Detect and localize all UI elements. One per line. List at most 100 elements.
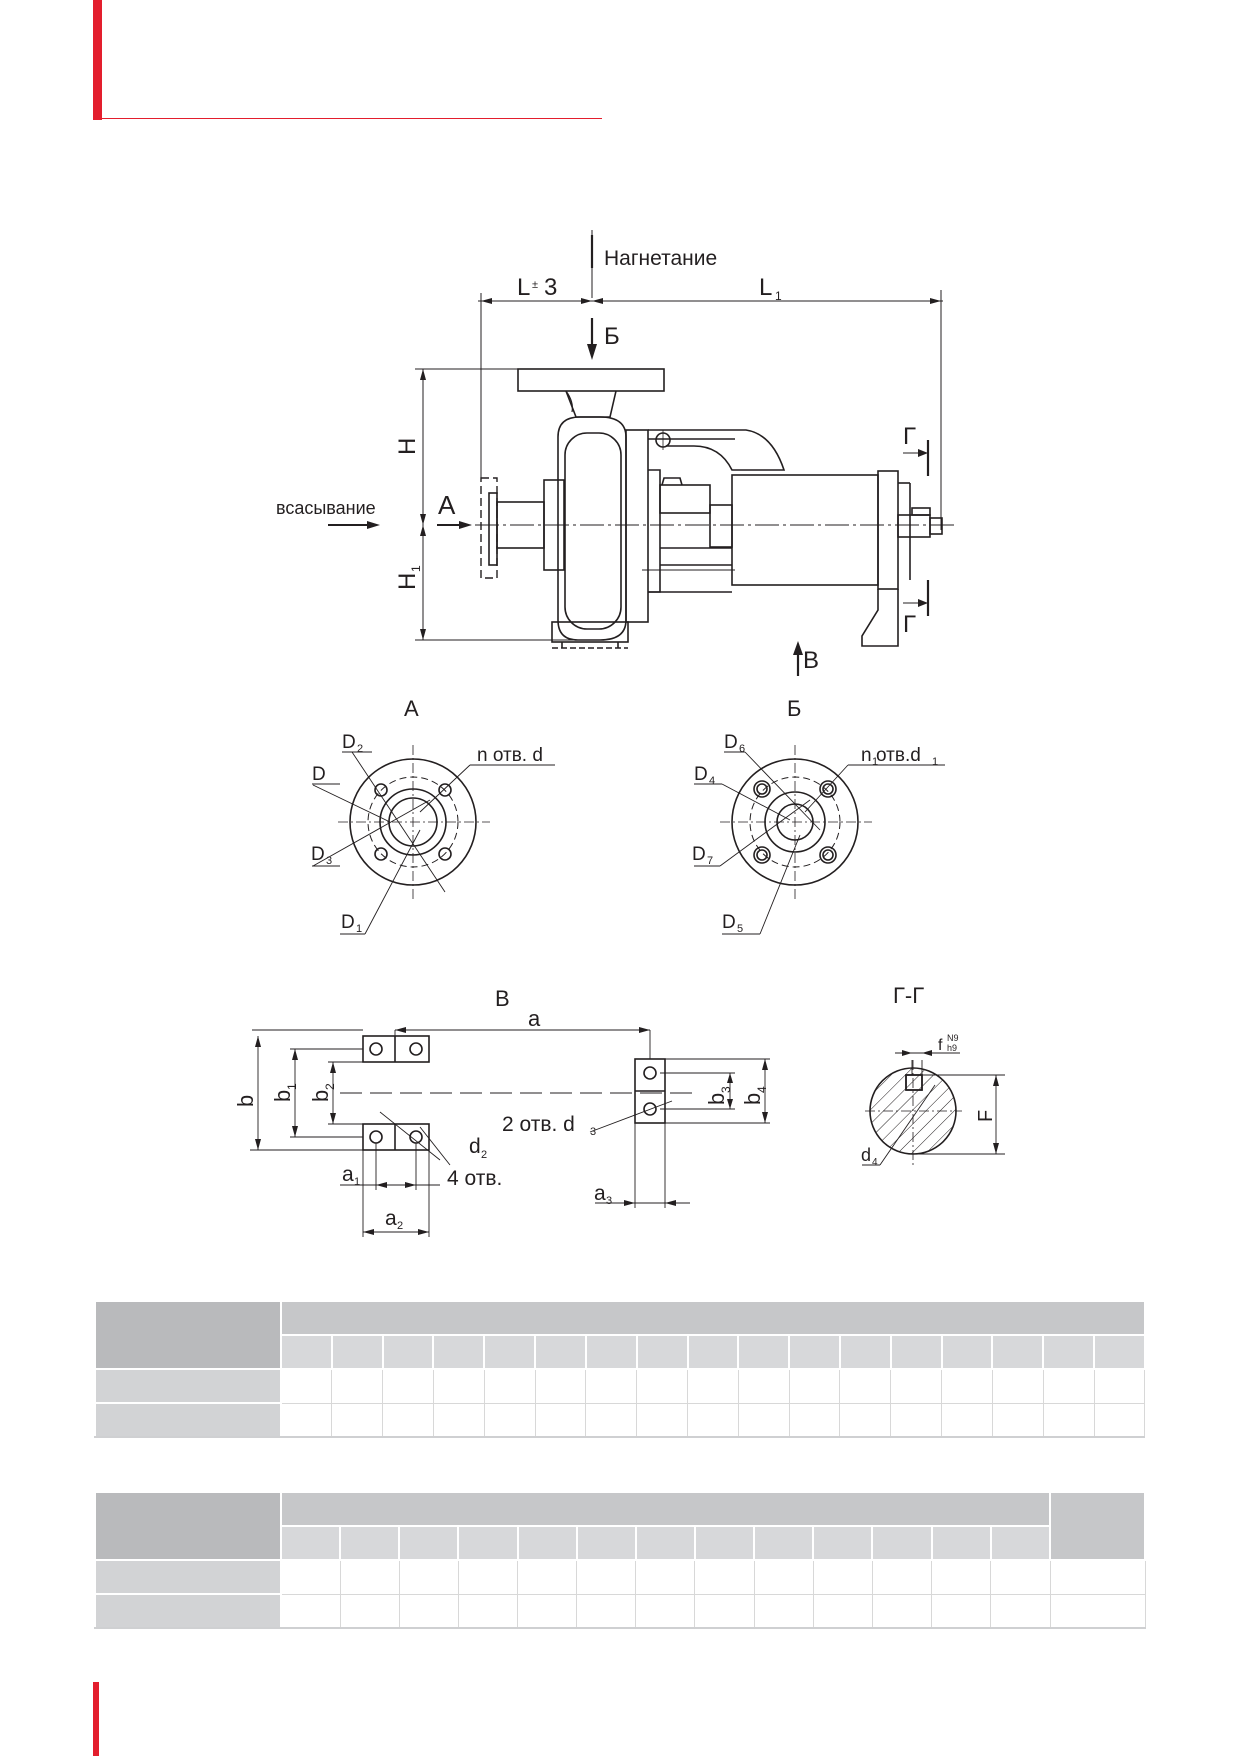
table-cell [931,1593,992,1629]
top-red-accent-bar [93,0,102,120]
table-row-header [94,1593,282,1629]
table-header-right [1049,1491,1146,1561]
table-header-cell [483,1334,537,1370]
view-a-d3: D [311,844,325,865]
arrow-a-label: А [438,490,456,520]
view-v-holes2-sub: 3 [590,1126,596,1138]
flange-view-a [312,745,555,935]
table-cell [812,1593,873,1629]
table-cell [991,1402,1044,1438]
table-cell [280,1593,341,1629]
arrow-v-label: В [803,647,819,674]
view-v-b: b [233,1095,258,1107]
table-cell [635,1559,696,1595]
table-cell [1042,1402,1095,1438]
view-v-holes4: 4 отв. [447,1167,502,1190]
table-cell [871,1559,933,1595]
table-cell [635,1593,696,1629]
view-v-a3-sub: 3 [606,1195,612,1207]
table-header-cell [838,1334,892,1370]
view-b-d7: D [692,844,706,865]
table-header-cell [432,1334,486,1370]
view-v-a2: a [385,1207,397,1230]
view-b-holes-n-sub: 1 [872,756,878,768]
table-cell [1093,1402,1146,1438]
table-header-cell [940,1334,994,1370]
view-v-d2-sub: 2 [481,1149,487,1161]
table-header-cell [534,1334,587,1370]
view-v-b2-sub: 2 [323,1083,337,1090]
section-f-label: F [975,1110,997,1122]
view-b-d6-sub: 6 [739,743,745,755]
table-cell [576,1593,637,1629]
table-cell [788,1402,841,1438]
table-header-group [280,1491,1051,1527]
table-cell [457,1559,519,1595]
table-cell [890,1402,943,1438]
table-cell [636,1368,688,1404]
dim-h1-label: H [394,573,421,590]
dimensions-table-1 [94,1300,1146,1438]
table-cell [1049,1559,1146,1595]
dim-l1-label: L [759,274,772,301]
bottom-red-accent-bar [93,1682,99,1756]
view-a-d1-sub: 1 [356,923,362,935]
dim-h1-sub: 1 [409,565,423,572]
table-row-header [94,1559,282,1595]
table-row-header [94,1402,282,1438]
view-v-b2: b [308,1090,333,1102]
table-cell [839,1402,892,1438]
table-cell [941,1368,993,1404]
table-header-cell [634,1525,696,1561]
view-a-d2: D [342,732,356,753]
table-header-cell [889,1334,943,1370]
table-header-cell [871,1525,933,1561]
table-row-header [94,1368,282,1404]
table-cell [457,1593,519,1629]
table-header-corner [94,1491,282,1561]
table-cell [585,1402,638,1438]
top-red-rule [102,118,602,119]
table-cell [737,1402,790,1438]
table-cell [382,1402,434,1438]
dimensions-table-2 [94,1491,1146,1629]
table-header-cell [812,1525,874,1561]
table-header-cell [1093,1334,1146,1370]
view-b-holes-text: отв.d [876,745,921,766]
discharge-label: Нагнетание [604,247,717,270]
table-header-cell [989,1525,1052,1561]
table-cell [534,1368,587,1404]
table-header-cell [330,1334,384,1370]
section-tol-n9: N9 [947,1033,959,1043]
view-v-holes2: 2 отв. d [502,1113,575,1136]
dim-l-value: 3 [544,274,557,301]
table-header-group [280,1300,1146,1336]
table-cell [280,1402,333,1438]
table-header-cell [584,1334,638,1370]
table-cell [694,1593,755,1629]
view-v-b4: b [740,1093,765,1105]
table-header-cell [457,1525,519,1561]
section-g-g-title: Г-Г [893,983,924,1008]
view-v-b4-sub: 4 [755,1086,769,1093]
view-v-a: a [528,1006,541,1031]
table-header-cell [788,1334,841,1370]
foundation-view-v [250,1027,770,1237]
table-header-cell [1042,1334,1095,1370]
section-g-bottom-label: Г [903,611,916,638]
view-v-d2: d [469,1135,481,1158]
table-cell [576,1559,637,1595]
table-cell [483,1368,536,1404]
view-b-holes-n: n [861,745,872,766]
table-header-cell [991,1334,1045,1370]
view-a-d2-sub: 2 [357,743,363,755]
dim-l1-sub: 1 [775,289,782,303]
view-b-d6: D [724,732,738,753]
table-cell [931,1559,992,1595]
section-tol-h9: h9 [947,1043,957,1053]
table-cell [990,1593,1051,1629]
section-g-top-label: Г [903,423,916,450]
shaft-section-g-g [862,1050,1005,1166]
table-cell [991,1368,1044,1404]
table-header-cell [635,1334,689,1370]
